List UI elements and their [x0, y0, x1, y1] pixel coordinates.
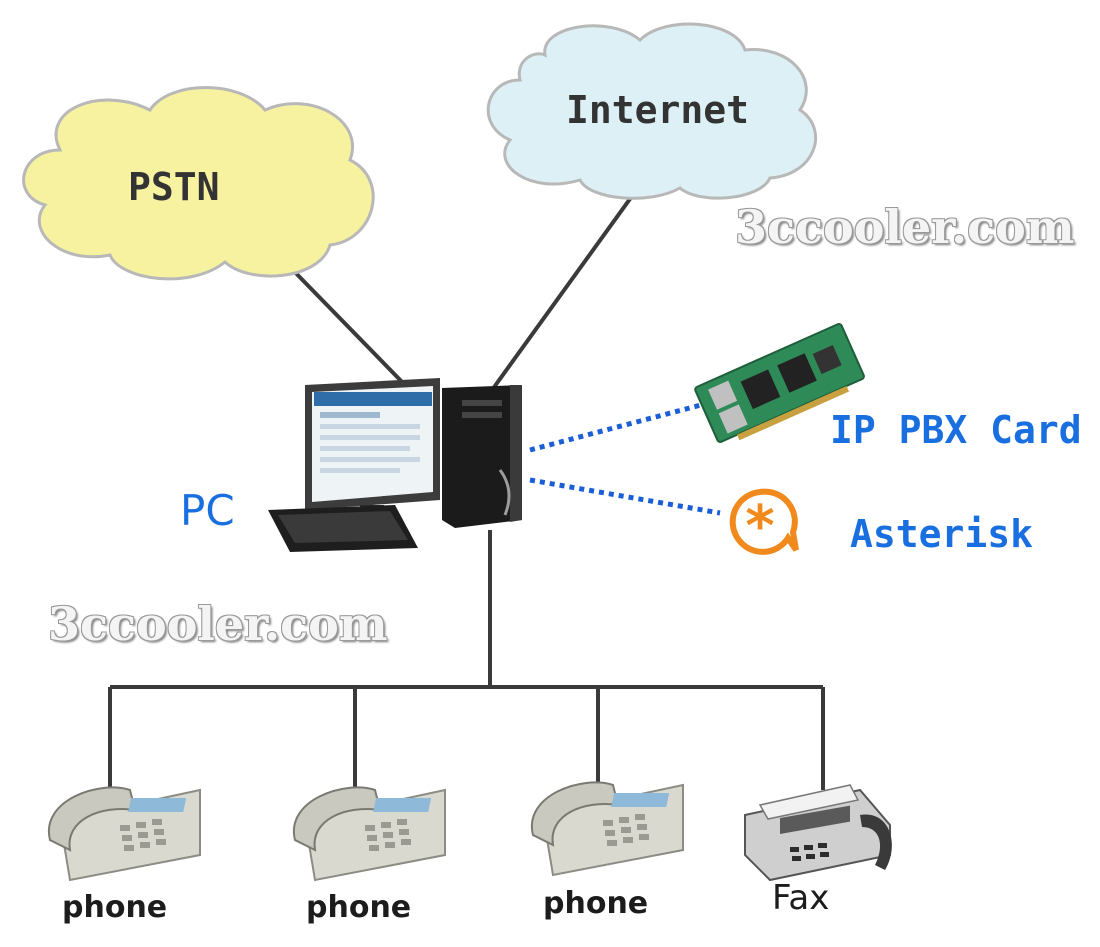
- phone-icon-2: [292, 786, 446, 882]
- asterisk-icon: *: [729, 488, 799, 559]
- pc-label: PC: [180, 486, 235, 535]
- fax-label: Fax: [772, 878, 830, 918]
- phone-icon-1: [47, 786, 201, 882]
- dotted-links: [529, 397, 721, 516]
- watermark-top: 3ccooler.com: [735, 200, 1075, 254]
- fax-icon: [744, 784, 892, 882]
- pstn-cloud: [22, 86, 375, 281]
- pc-icon: [268, 378, 522, 552]
- pstn-link: [283, 260, 407, 387]
- asterisk-label: Asterisk: [850, 512, 1034, 556]
- phone-label-3: phone: [543, 886, 649, 921]
- phone-label-2: phone: [306, 890, 412, 925]
- pbx-card-icon: [694, 322, 865, 443]
- ip-pbx-card-label: IP PBX Card: [830, 408, 1082, 452]
- phone-icon-3: [530, 781, 684, 877]
- watermark-bottom: 3ccooler.com: [48, 597, 388, 651]
- pstn-label: PSTN: [128, 165, 220, 209]
- internet-label: Internet: [566, 88, 750, 132]
- internet-cloud: [486, 22, 818, 200]
- phone-label-1: phone: [62, 890, 168, 925]
- card-link: [529, 397, 721, 453]
- tower: [442, 385, 522, 528]
- screen-header: [314, 392, 432, 406]
- internet-link: [490, 183, 642, 392]
- asterisk-link: [529, 477, 721, 516]
- connection-lines: [108, 183, 825, 790]
- svg-text:*: *: [745, 494, 774, 559]
